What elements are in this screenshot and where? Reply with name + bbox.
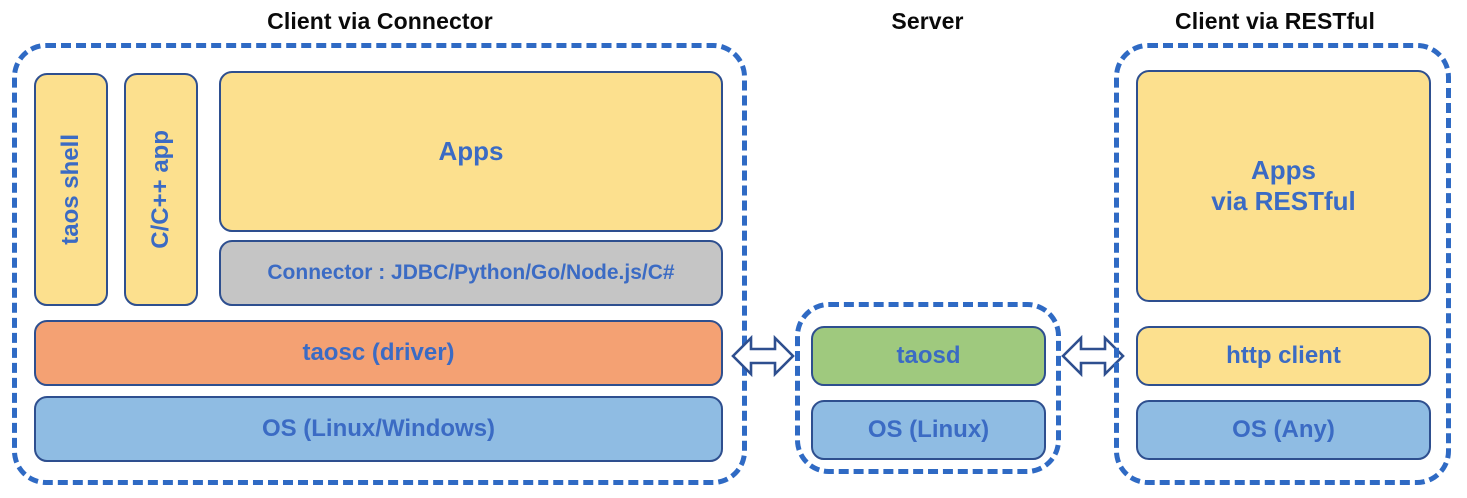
- group-client-via-connector: [12, 43, 747, 485]
- box-apps-via-restful-line2: via RESTful: [1211, 186, 1356, 216]
- box-taosc-driver-label: taosc (driver): [302, 338, 455, 366]
- box-http-client[interactable]: http client: [1136, 326, 1431, 386]
- box-apps-via-restful-line1: Apps: [1250, 155, 1316, 186]
- box-os-linux-windows[interactable]: OS (Linux/Windows): [34, 396, 723, 462]
- box-taosc-driver[interactable]: taosc (driver): [34, 320, 723, 386]
- arrow-server-to-restful: [1061, 330, 1125, 382]
- box-taosd-label: taosd: [896, 341, 961, 369]
- arrow-connector-to-server: [731, 330, 795, 382]
- box-os-any[interactable]: OS (Any): [1136, 400, 1431, 460]
- box-connector[interactable]: Connector : JDBC/Python/Go/Node.js/C#: [219, 240, 723, 306]
- box-os-linux[interactable]: OS (Linux): [811, 400, 1046, 460]
- box-taos-shell-label: taos shell: [56, 134, 84, 245]
- box-os-linux-label: OS (Linux): [867, 415, 990, 443]
- column-title-server: Server: [891, 8, 964, 34]
- box-apps-label: Apps: [438, 136, 504, 167]
- box-connector-label: Connector : JDBC/Python/Go/Node.js/C#: [267, 260, 675, 284]
- box-os-any-label: OS (Any): [1232, 415, 1335, 443]
- column-title-connector: Client via Connector: [267, 8, 493, 34]
- box-os-linux-windows-label: OS (Linux/Windows): [261, 414, 496, 442]
- box-http-client-label: http client: [1226, 341, 1341, 369]
- box-taos-shell[interactable]: taos shell: [34, 73, 108, 306]
- box-apps-via-restful-label: Apps via RESTful: [1211, 155, 1355, 216]
- box-cpp-app-label: C/C++ app: [146, 130, 174, 249]
- group-client-via-restful: [1114, 43, 1451, 485]
- column-title-restful: Client via RESTful: [1175, 8, 1375, 34]
- box-taosd[interactable]: taosd: [811, 326, 1046, 386]
- box-apps-via-restful[interactable]: Apps via RESTful: [1136, 70, 1431, 302]
- box-cpp-app[interactable]: C/C++ app: [124, 73, 198, 306]
- group-server: [795, 302, 1061, 474]
- box-apps[interactable]: Apps: [219, 71, 723, 232]
